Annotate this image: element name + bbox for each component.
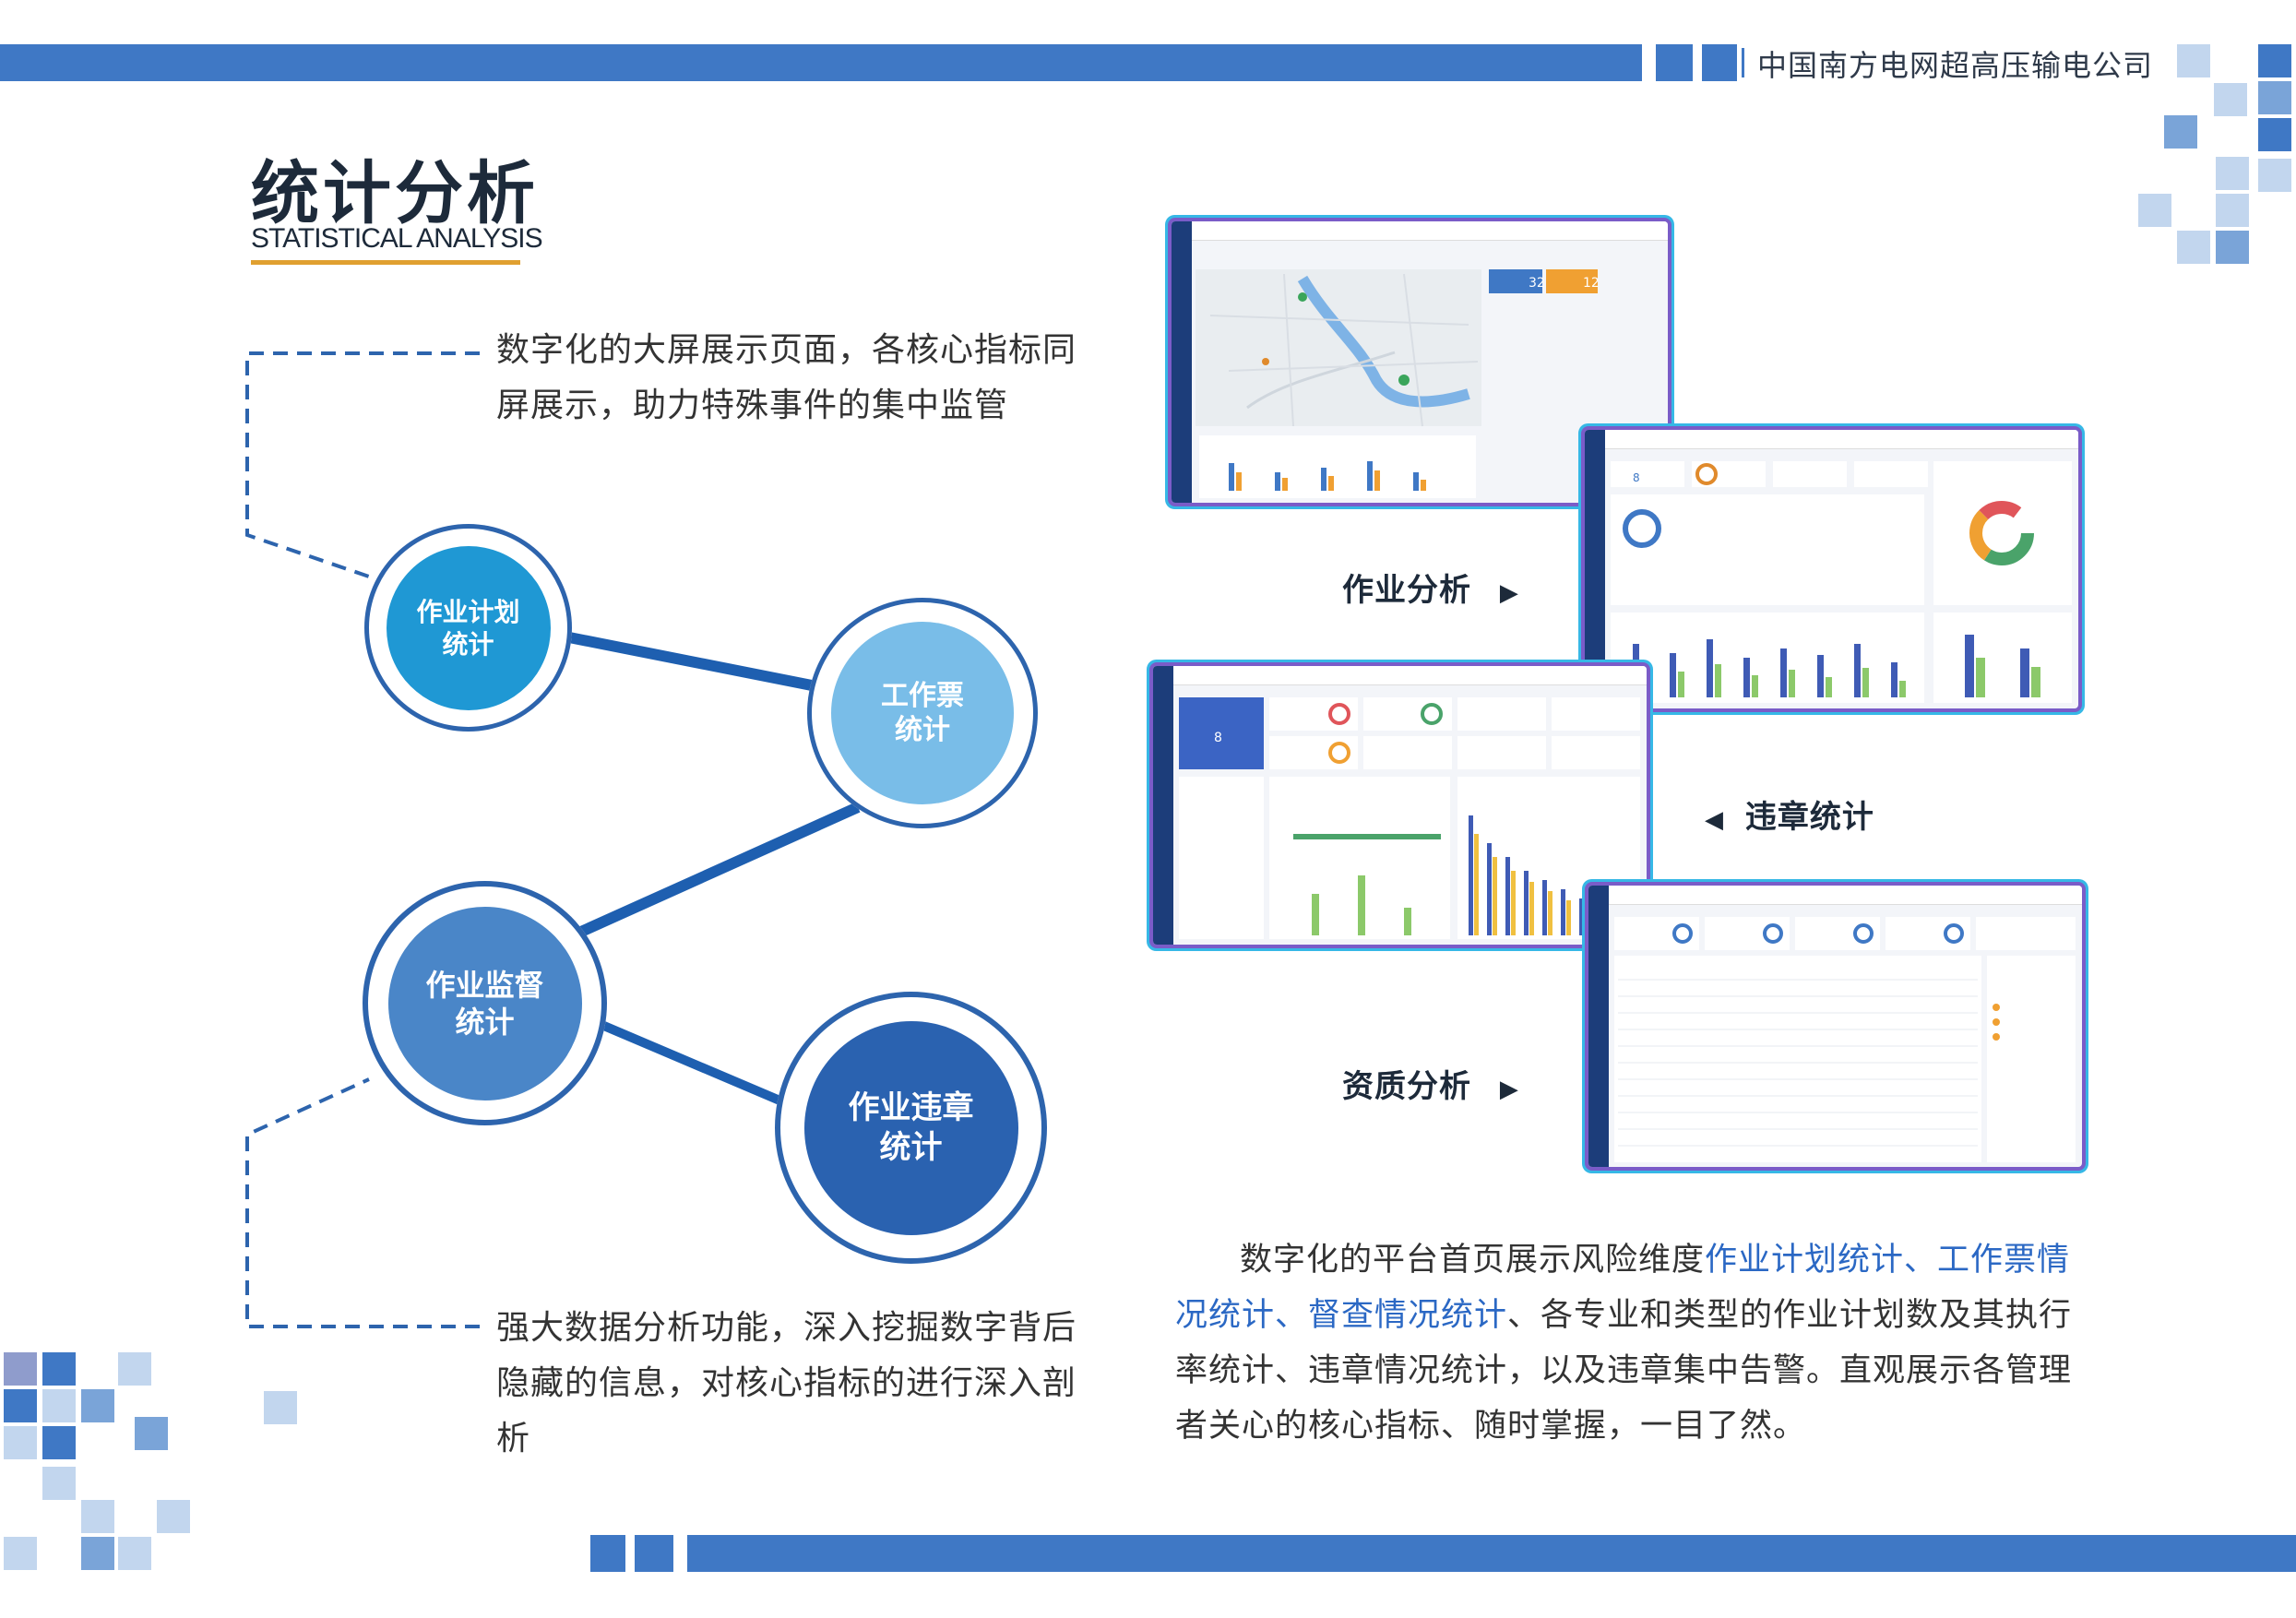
circle-work-plan-label: 作业计划 统计 — [416, 596, 520, 660]
summary-highlight: 作业计划统计、工作票情况统计、督查情况统计 — [1175, 1242, 2071, 1334]
bottom-bar-block — [590, 1535, 625, 1572]
summary-paragraph: 数字化的平台首页展示风险维度作业计划统计、工作票情况统计、督查情况统计、各专业和… — [1175, 1232, 2075, 1454]
caption-work-analysis-text: 作业分析 — [1342, 572, 1471, 609]
arrow-left-icon: ◀ — [1705, 806, 1724, 834]
screenshot-work-analysis: 8 — [1585, 430, 2078, 708]
section-title: 统计分析 — [251, 154, 539, 233]
bottom-bar-block — [635, 1535, 673, 1572]
circle-violation-inner: 作业违章 统计 — [803, 1020, 1018, 1235]
screen-metric-32: 32 — [1529, 276, 1545, 291]
violation-body: 8 — [1179, 697, 1640, 939]
company-divider — [1742, 48, 1744, 77]
screen-topbar — [1609, 886, 2082, 905]
caption-violation: ◀ 违章统计 — [1705, 791, 1874, 837]
top-bar-block — [1656, 44, 1693, 81]
circle-supervision-inner: 作业监督 统计 — [387, 906, 582, 1100]
description-top: 数字化的大屏展示页面，各核心指标同屏展示，助力特殊事件的集中监管 — [496, 331, 1077, 424]
screen-nav — [1588, 886, 1609, 1167]
caption-qualification-text: 资质分析 — [1342, 1068, 1471, 1105]
caption-qualification: 资质分析 ▶ — [1342, 1061, 1519, 1106]
description-bottom: 强大数据分析功能，深入挖掘数字背后隐藏的信息，对核心指标的进行深入剖析 — [496, 1309, 1077, 1457]
caption-work-analysis: 作业分析 ▶ — [1342, 565, 1519, 610]
screen-metric-12: 12 — [1583, 276, 1600, 291]
bottom-bar — [687, 1535, 2296, 1572]
screen-nav — [1153, 666, 1173, 945]
screen-topbar — [1173, 666, 1647, 685]
qualification-body — [1614, 917, 2076, 1162]
caption-violation-text: 违章统计 — [1744, 799, 1874, 836]
circle-work-ticket: 工作票 统计 — [807, 598, 1038, 828]
top-bar-block — [1702, 44, 1737, 81]
title-underline — [251, 260, 520, 265]
work-analysis-body: 8 — [1611, 461, 2072, 703]
top-bar — [0, 44, 1642, 81]
screen-nav — [1172, 221, 1192, 503]
circle-supervision-label: 作业监督 统计 — [425, 967, 544, 1040]
circle-work-plan-inner: 作业计划 统计 — [386, 545, 551, 710]
summary-part1: 数字化的平台首页展示风险维度 — [1240, 1242, 1706, 1279]
section-subtitle: STATISTICAL ANALYSIS — [251, 223, 543, 254]
arrow-right-icon: ▶ — [1499, 579, 1519, 607]
screen-nav — [1585, 430, 1605, 708]
company-name: 中国南方电网超高压输电公司 — [1757, 48, 2154, 83]
connector-diagram — [245, 351, 861, 1328]
circle-work-ticket-label: 工作票 统计 — [881, 679, 964, 747]
circle-work-ticket-inner: 工作票 统计 — [831, 622, 1014, 804]
arrow-right-icon: ▶ — [1499, 1076, 1519, 1103]
screen-metric-8b: 8 — [1214, 731, 1222, 745]
summary-part2: 、各专业和类型的作业计划数及其执行率统计、违章情况统计，以及违章集中告警。直观展… — [1175, 1297, 2073, 1445]
screenshot-violation-stats: 8 — [1153, 666, 1647, 945]
screenshot-qualification — [1588, 886, 2082, 1167]
screen-topbar — [1605, 430, 2078, 449]
screen-topbar — [1192, 221, 1668, 241]
circle-work-plan: 作业计划 统计 — [364, 524, 572, 732]
circle-violation: 作业违章 统计 — [775, 992, 1047, 1264]
screen-metric-8a: 8 — [1633, 471, 1640, 484]
map-dashboard-body: 32 12 — [1196, 269, 1600, 498]
circle-violation-label: 作业违章 统计 — [848, 1089, 974, 1166]
circle-supervision: 作业监督 统计 — [363, 881, 607, 1125]
